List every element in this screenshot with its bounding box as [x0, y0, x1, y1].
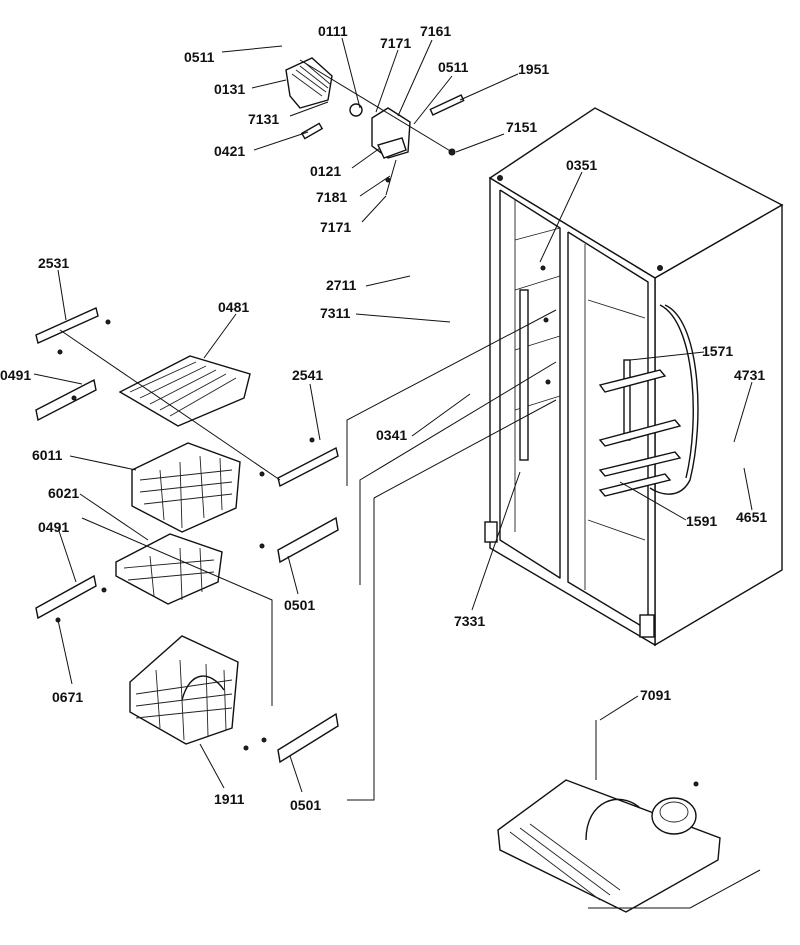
- label-2541: 2541: [292, 367, 323, 383]
- label-7091: 7091: [640, 687, 671, 703]
- label-0131: 0131: [214, 81, 245, 97]
- label-7171: 7171: [320, 219, 351, 235]
- label-6011: 6011: [32, 447, 63, 463]
- label-4731: 4731: [734, 367, 765, 383]
- label-0111: 0111: [318, 23, 348, 39]
- label-0491: 0491: [38, 519, 69, 535]
- label-1911: 1911: [214, 791, 245, 807]
- freezer-baskets: [115, 442, 241, 745]
- basket-rails: [35, 309, 557, 801]
- label-6021: 6021: [48, 485, 79, 501]
- label-7171: 7171: [380, 35, 411, 51]
- label-1951: 1951: [518, 61, 549, 77]
- label-7331: 7331: [454, 613, 485, 629]
- refrigerator-cabinet: [484, 107, 784, 647]
- label-7161: 7161: [420, 23, 451, 39]
- label-7311: 7311: [320, 305, 351, 321]
- label-0341: 0341: [376, 427, 407, 443]
- ice-maker-assembly: [285, 57, 465, 196]
- label-7151: 7151: [506, 119, 537, 135]
- label-0501: 0501: [290, 797, 321, 813]
- leader-lines: [33, 37, 753, 793]
- compressor-assembly: [497, 720, 761, 913]
- label-1571: 1571: [702, 343, 733, 359]
- label-7131: 7131: [248, 111, 279, 127]
- label-0421: 0421: [214, 143, 245, 159]
- label-7181: 7181: [316, 189, 347, 205]
- label-1591: 1591: [686, 513, 717, 529]
- label-0481: 0481: [218, 299, 249, 315]
- label-0671: 0671: [52, 689, 83, 705]
- label-0511: 0511: [438, 59, 469, 75]
- label-4651: 4651: [736, 509, 767, 525]
- callout-labels: 0511 0111 7171 7161 0511 1951 0131 7131 …: [0, 23, 767, 813]
- label-0511: 0511: [184, 49, 215, 65]
- shelf-rails-and-wire-shelf: [35, 307, 339, 488]
- label-2531: 2531: [38, 255, 69, 271]
- label-0121: 0121: [310, 163, 341, 179]
- label-0351: 0351: [566, 157, 597, 173]
- label-0501: 0501: [284, 597, 315, 613]
- label-2711: 2711: [326, 277, 357, 293]
- label-0491: 0491: [0, 367, 31, 383]
